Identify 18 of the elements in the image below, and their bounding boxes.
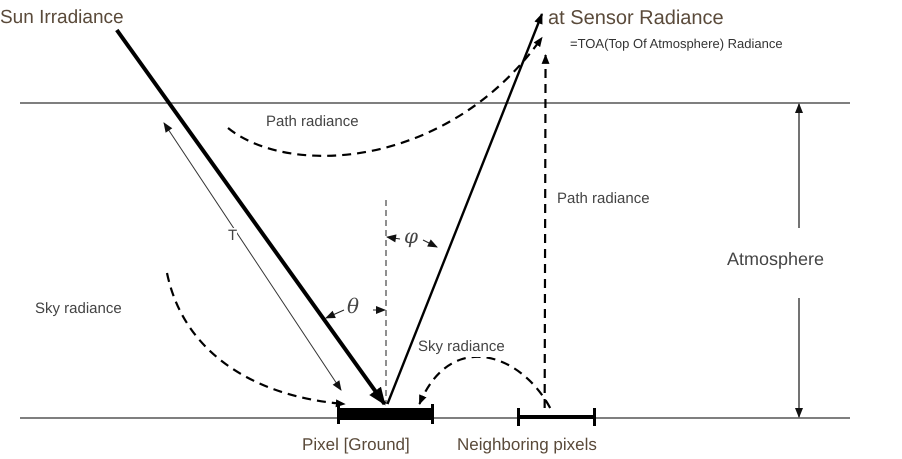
dashed-arrow [227, 36, 543, 157]
bar-caption: Neighboring pixels [457, 434, 597, 456]
bar-caption: Pixel [Ground] [302, 434, 410, 456]
edge-label: Sky radiance [35, 299, 122, 319]
pixel-bar [517, 408, 596, 426]
sensor-radiance-label: at Sensor Radiance [548, 6, 725, 31]
arrow [115, 28, 386, 406]
arrow [386, 13, 544, 404]
edge-label: Sky radiance [418, 337, 505, 357]
dashed-arrow [418, 356, 552, 409]
pixel-bar [337, 404, 434, 424]
sensor-radiance-note: =TOA(Top Of Atmosphere) Radiance [570, 35, 784, 53]
transmittance-label: T [228, 228, 238, 243]
layer-label: Atmosphere [727, 250, 824, 268]
dashed-arrow [542, 54, 550, 408]
sun-irradiance-label: Sun Irradiance [0, 5, 124, 30]
dashed-arrow [166, 272, 346, 407]
angle-label: θ [347, 296, 360, 316]
